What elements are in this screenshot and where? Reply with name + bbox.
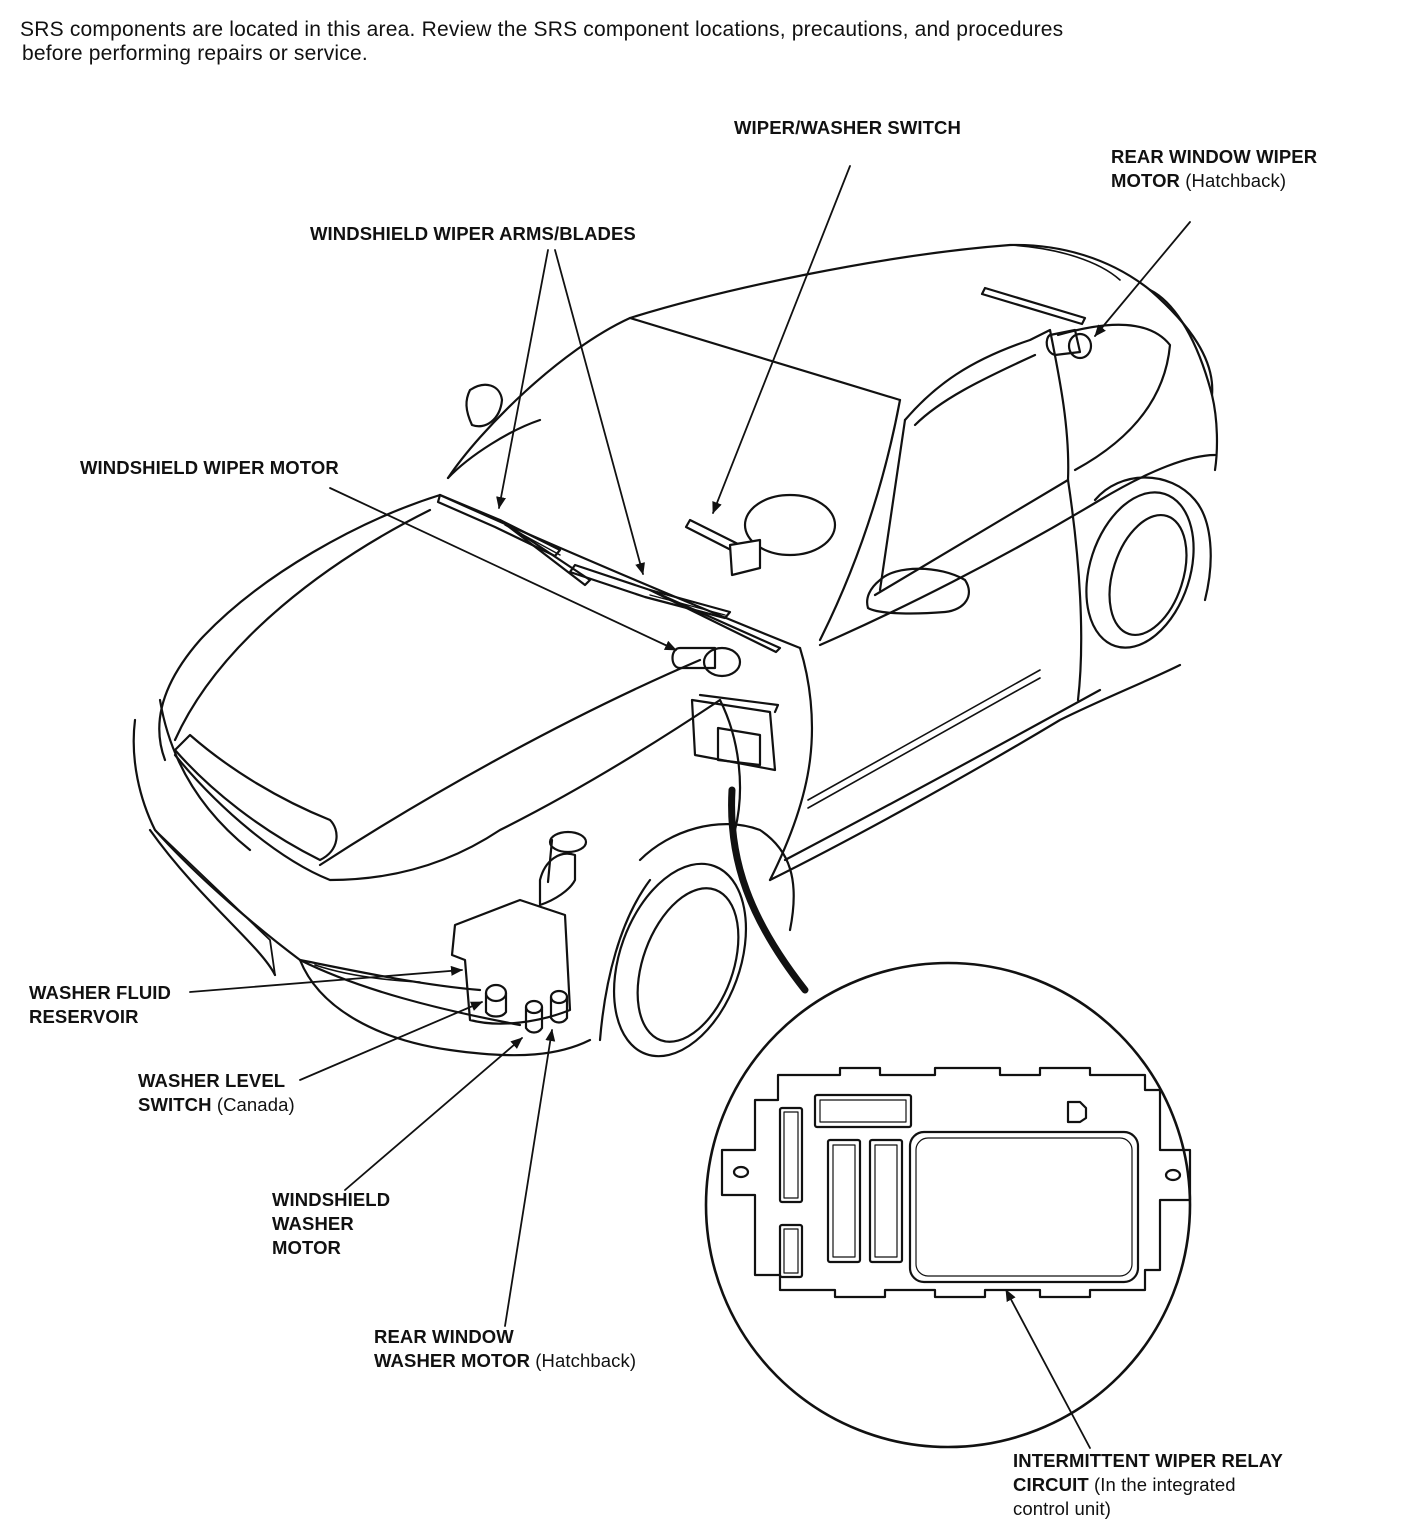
car-body-outline [132,243,1219,1058]
leader-intermittent-relay [1005,1289,1091,1449]
label-windshield-wiper-arms: WINDSHIELD WIPER ARMS/BLADES [310,223,636,244]
leader-wiper-motor [329,487,677,651]
leader-wiper-arms-left [496,249,549,509]
leader-rear-wiper-motor [1094,221,1191,337]
windshield-wiper-motor-part [671,646,742,678]
wiring-harness [728,786,809,994]
washer-fluid-reservoir-part [450,830,588,1034]
label-washer-fluid-reservoir: WASHER FLUID RESERVOIR [29,982,172,1027]
srs-warning-note: SRS components are located in this area.… [20,18,1280,66]
label-rear-window-washer-motor: REAR WINDOW WASHER MOTOR (Hatchback) [374,1326,637,1371]
leader-rear-washer-motor [504,1029,556,1327]
leader-windshield-washer-motor [344,1037,523,1191]
leader-wiper-arms-right [554,249,645,575]
leader-washer-level-switch [299,1001,483,1081]
leader-wiper-washer-switch [712,165,851,514]
label-windshield-washer-motor: WINDSHIELD WASHER MOTOR [272,1189,391,1258]
label-windshield-wiper-motor: WINDSHIELD WIPER MOTOR [80,457,339,478]
label-wiper-washer-switch: WIPER/WASHER SWITCH [734,117,961,138]
srs-note-line-2: before performing repairs or service. [22,42,368,65]
wiper-washer-switch-part [684,518,762,577]
label-washer-level-switch: WASHER LEVEL SWITCH (Canada) [138,1070,295,1115]
inset-detail-circle [704,961,1192,1449]
rear-wiper-part [980,286,1093,360]
leader-washer-reservoir [189,965,463,993]
leader-lines [189,165,1191,1449]
srs-note-line-1: SRS components are located in this area.… [20,18,1064,41]
integrated-control-unit-box [690,693,780,772]
label-intermittent-wiper-relay: INTERMITTENT WIPER RELAY CIRCUIT (In the… [1013,1450,1283,1519]
windshield-wiper-arms [436,493,782,654]
label-rear-window-wiper-motor: REAR WINDOW WIPER MOTOR (Hatchback) [1111,146,1318,191]
